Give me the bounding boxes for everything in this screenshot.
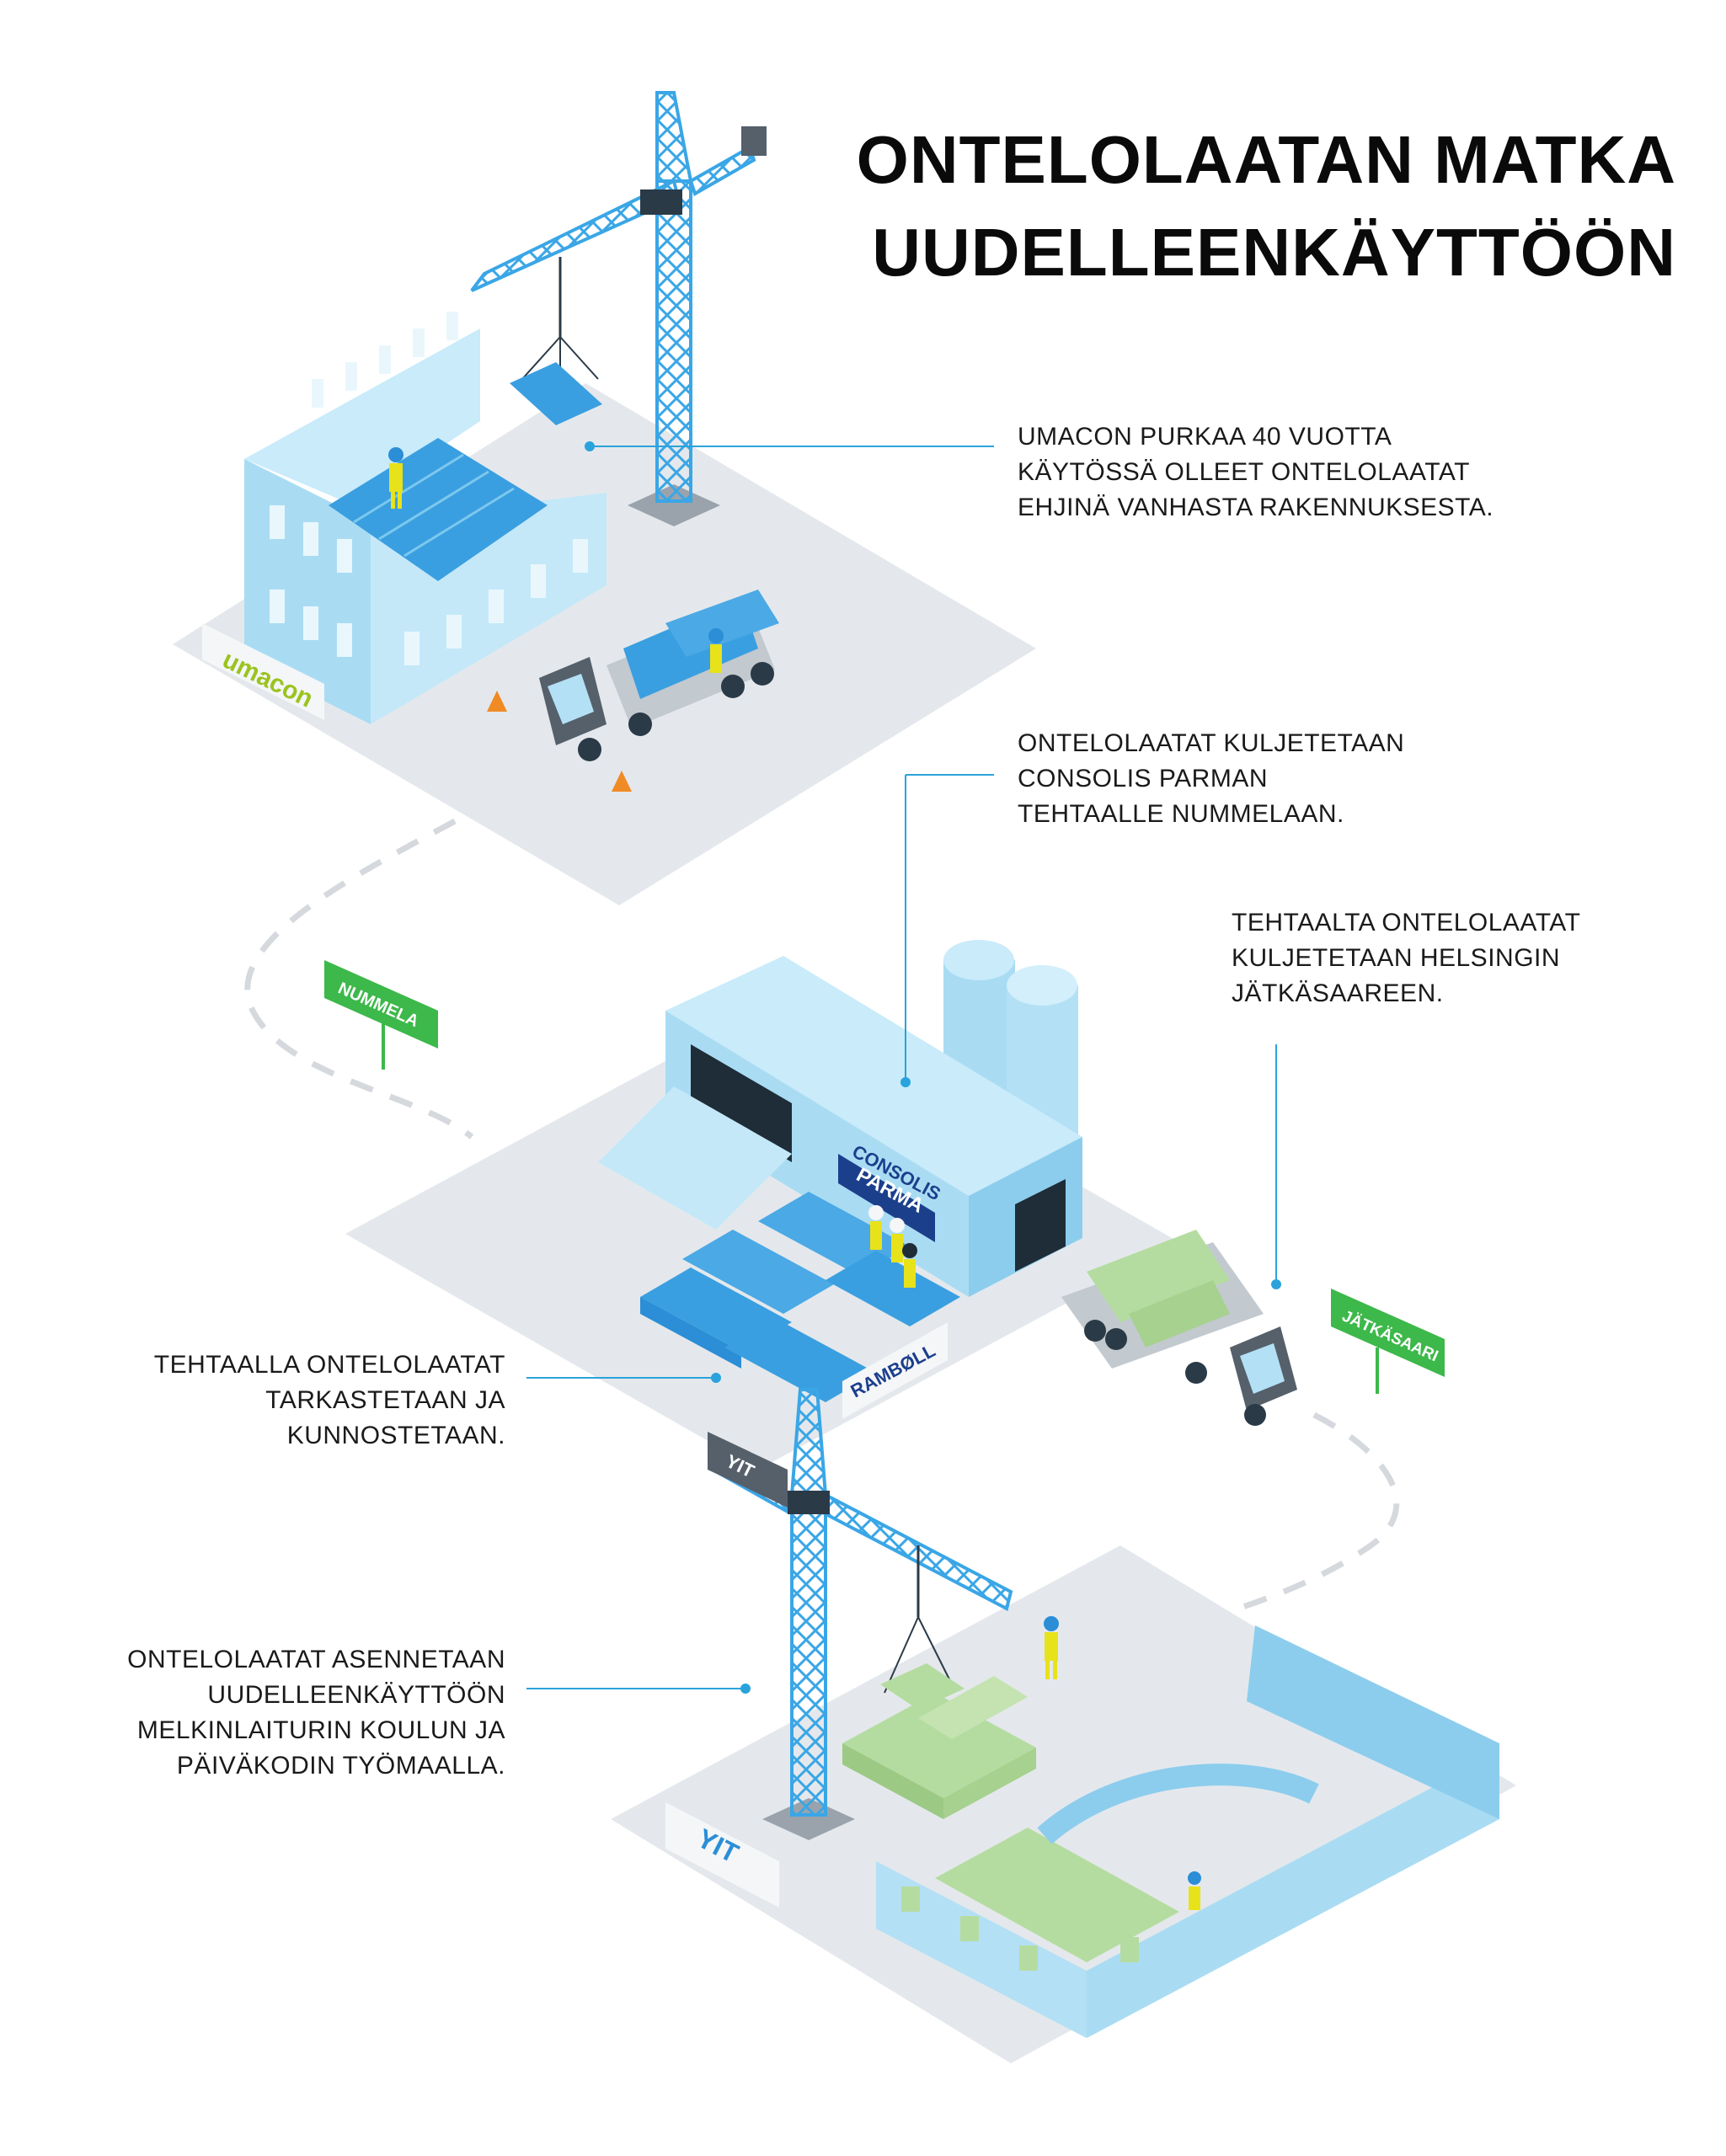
page-title: ONTELOLAATAN MATKA UUDELLEENKÄYTTÖÖN [842,114,1676,299]
caption-inspection: TEHTAALLA ONTELOLAATAT TARKASTETAAN JA K… [84,1348,505,1454]
factory-door-left [691,1044,792,1162]
construction-site: YIT YIT [611,1388,1516,2063]
caption-line: KÄYTÖSSÄ OLLEET ONTELOLAATAT [1018,458,1470,486]
nummela-road-sign: NUMMELA [324,960,438,1070]
roof-slabs [329,438,548,581]
caption-line: KUNNOSTETAAN. [286,1422,505,1449]
caption-line: TEHTAALTA ONTELOLAATAT [1232,909,1581,937]
curved-beam [1037,1764,1319,1844]
caption-line: TEHTAALLE NUMMELAAN. [1018,800,1344,828]
factory-top [665,956,1082,1196]
crane-2-jib [819,1492,1013,1611]
caption-line: PÄIVÄKODIN TYÖMAALLA. [176,1752,505,1780]
roof-worker [388,447,403,509]
crane-2: YIT [708,1388,1013,1840]
caption-line: MELKINLAITURIN KOULUN JA [136,1716,505,1744]
caption-installation: ONTELOLAATAT ASENNETAAN UUDELLEENKÄYTTÖÖ… [84,1642,505,1784]
caption-transport-to-factory: ONTELOLAATAT KULJETETAAN CONSOLIS PARMAN… [1018,726,1404,832]
new-building-windows [901,1886,1139,1971]
slab-stacks-factory [640,1192,960,1402]
caption-line: CONSOLIS PARMAN [1018,765,1268,792]
factory-door-right [1015,1179,1066,1272]
demolition-site: umacon [173,91,1036,905]
caption-line: UUDELLEENKÄYTTÖÖN [207,1681,505,1709]
yit-counterweight [708,1432,788,1508]
old-building-back-wall [244,328,480,505]
building-worker [1188,1871,1201,1910]
traffic-cones-1 [487,691,632,792]
caption-line: ONTELOLAATAT ASENNETAAN [127,1646,505,1673]
site-worker [1044,1616,1059,1679]
slab-stacks-green [842,1676,1036,1819]
route-dashed-path [244,818,1400,1620]
title-line-1: ONTELOLAATAN MATKA [856,122,1676,197]
caption-line: ONTELOLAATAT KULJETETAAN [1018,729,1405,757]
caption-transport-to-jatkasaari: TEHTAALTA ONTELOLAATAT KULJETETAAN HELSI… [1232,905,1580,1011]
lifted-slab-green [880,1663,965,1710]
loading-ramp [598,1086,792,1230]
parma-sign-board [838,1154,935,1242]
new-building-glass [1247,1625,1499,1819]
factory-workers [868,1205,917,1288]
new-building-right-face [1087,1752,1499,2038]
caption-line: TEHTAALLA ONTELOLAATAT [153,1351,505,1379]
caption-line: EHJINÄ VANHASTA RAKENNUKSESTA. [1018,494,1494,521]
crane-1-jib [470,179,681,292]
old-building-windows [270,312,588,665]
caption-line: UMACON PURKAA 40 VUOTTA [1018,423,1392,451]
leader-lines [526,441,1281,1694]
ground-plate-2 [345,1006,1179,1470]
caption-line: JÄTKÄSAAREEN. [1232,979,1444,1007]
title-line-2: UUDELLEENKÄYTTÖÖN [872,215,1676,290]
truck-2 [1061,1230,1297,1426]
caption-line: KULJETETAAN HELSINGIN [1232,944,1561,972]
new-building-floor [935,1828,1179,1962]
jatkasaari-road-sign: JÄTKÄSAARI [1331,1289,1445,1394]
truck-1 [539,590,779,761]
factory-site: CONSOLIS PARMA RA [324,940,1445,1470]
new-building-front-face [876,1861,1087,2038]
lifted-slab-1 [510,362,602,425]
ramboll-sign-board [842,1322,948,1419]
umacon-sign-board [202,623,324,720]
yit-sign-board [665,1802,779,1908]
caption-demolition: UMACON PURKAA 40 VUOTTA KÄYTÖSSÄ OLLEET … [1018,419,1494,526]
crane-1 [470,91,767,526]
caption-line: TARKASTETAAN JA [265,1386,505,1414]
